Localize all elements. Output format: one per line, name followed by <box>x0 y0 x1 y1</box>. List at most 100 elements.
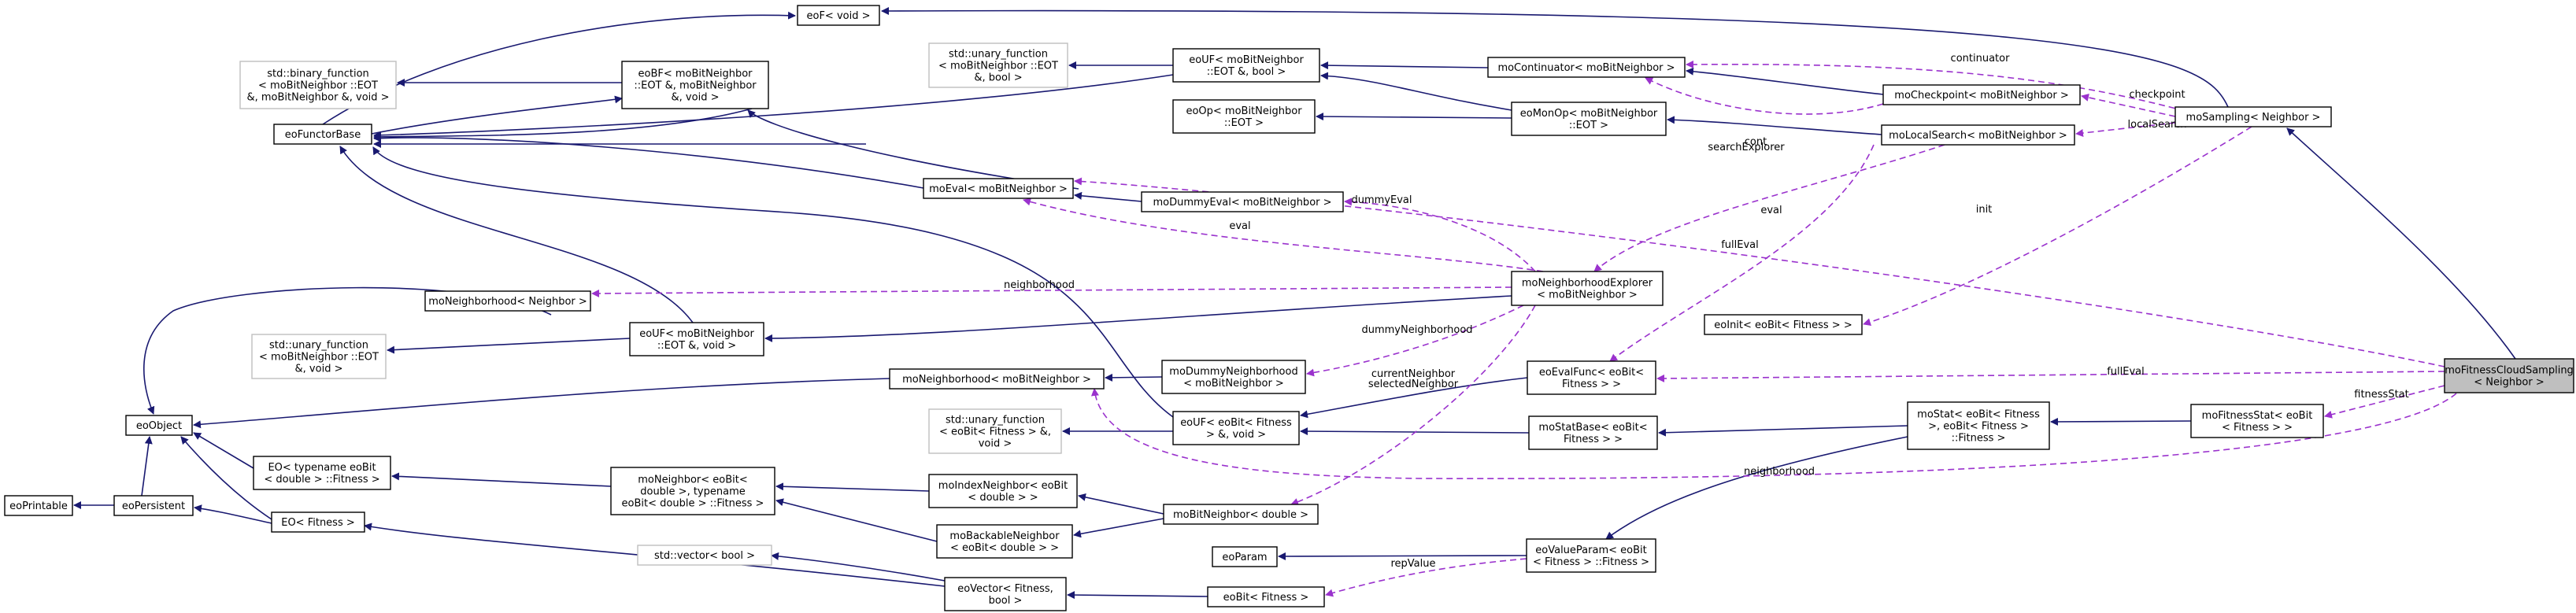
class-node-eo-u-fvoid[interactable]: eoUF< moBitNeighbor::EOT &, void > <box>629 322 764 356</box>
class-box <box>125 415 193 436</box>
class-node-mo-dummy-eval[interactable]: moDummyEval< moBitNeighbor > <box>1141 191 1344 212</box>
inheritance-arrow-33 <box>775 482 930 492</box>
class-node-mo-checkpoint[interactable]: moCheckpoint< moBitNeighbor > <box>1882 84 2081 105</box>
class-name-line: std::unary_function <box>946 415 1045 427</box>
class-node-mo-neighbor[interactable]: moNeighbor< eoBit<double >, typenameeoBi… <box>610 467 775 515</box>
class-box <box>251 334 387 379</box>
edge-label-checkpoint: checkpoint <box>2129 89 2185 101</box>
inheritance-arrow-9 <box>1316 113 1512 121</box>
class-node-mo-fitness-stat[interactable]: moFitnessStat< eoBit< Fitness > > <box>2190 404 2324 438</box>
class-node-mo-local-search[interactable]: moLocalSearch< moBitNeighbor > <box>1881 124 2075 146</box>
class-node-eo-bit-fitness[interactable]: eoBit< Fitness > <box>1207 586 1325 607</box>
class-name-line: moDummyEval< moBitNeighbor > <box>1153 197 1331 209</box>
edge-label-init: init <box>1976 204 1993 216</box>
class-node-e-o-fitness[interactable]: EO< Fitness > <box>271 511 365 533</box>
class-box <box>2174 106 2332 127</box>
class-node-eo-u-fbool[interactable]: eoUF< moBitNeighbor::EOT &, bool > <box>1172 48 1320 83</box>
class-name-line: moCheckpoint< moBitNeighbor > <box>1894 90 2068 102</box>
class-node-mo-index-neighbor[interactable]: moIndexNeighbor< eoBit< double > > <box>928 474 1078 508</box>
class-name-line: eoUF< moBitNeighbor <box>1189 54 1304 66</box>
class-node-eo-param[interactable]: eoParam <box>1212 546 1278 567</box>
edge-path <box>371 95 623 135</box>
class-box <box>936 524 1073 559</box>
class-name-line: >, eoBit< Fitness > <box>1928 421 2029 433</box>
inheritance-arrow-16 <box>747 109 1079 190</box>
class-node-eo-op[interactable]: eoOp< moBitNeighbor::EOT > <box>1172 99 1316 134</box>
class-node-e-otypename[interactable]: EO< typename eoBit< double > ::Fitness > <box>253 456 391 490</box>
edge-path <box>775 498 938 542</box>
class-name-line: eoUF< eoBit< Fitness <box>1180 417 1292 429</box>
class-node-mo-neighborhood-bit[interactable]: moNeighborhood< moBitNeighbor > <box>889 368 1105 390</box>
class-name-line: moBackableNeighbor <box>949 530 1060 542</box>
edge-path <box>1320 61 1489 70</box>
usage-arrow-59 <box>1090 388 2457 480</box>
class-box <box>1161 360 1306 394</box>
edge-path <box>1344 198 1536 272</box>
class-node-eo-value-param[interactable]: eoValueParam< eoBit< Fitness > ::Fitness… <box>1526 538 1656 573</box>
class-box <box>923 178 1074 199</box>
class-box <box>424 290 591 312</box>
class-node-mo-neighborhood-explorer[interactable]: moNeighborhoodExplorer< moBitNeighbor > <box>1511 271 1664 306</box>
class-node-eo-printable[interactable]: eoPrintable <box>4 495 73 516</box>
inheritance-arrow-26 <box>1658 425 1908 437</box>
class-name-line: moLocalSearch< moBitNeighbor > <box>1889 130 2067 142</box>
class-box <box>113 495 194 516</box>
class-node-mo-bit-neighbor[interactable]: moBitNeighbor< double > <box>1163 504 1319 525</box>
class-name-line: moNeighborhood< moBitNeighbor > <box>902 374 1091 386</box>
inheritance-arrow-30 <box>193 432 254 469</box>
edge-label-neighborhood-top: neighborhood <box>1004 279 1075 291</box>
class-node-mo-continuator[interactable]: moContinuator< moBitNeighbor > <box>1487 57 1686 78</box>
class-node-mo-eval[interactable]: moEval< moBitNeighbor > <box>923 178 1074 199</box>
class-node-mo-fitness-cloud-sampling[interactable]: moFitnessCloudSampling< Neighbor > <box>2444 358 2574 393</box>
class-box <box>1487 57 1686 78</box>
edge-path <box>1658 425 1908 437</box>
class-name-line: &, void > <box>672 92 720 104</box>
class-node-mo-dummy-neighborhood[interactable]: moDummyNeighborhood< moBitNeighbor > <box>1161 360 1306 394</box>
edge-path <box>1593 144 1945 272</box>
inheritance-arrow-17 <box>764 295 1512 342</box>
class-node-mo-stat-base[interactable]: moStatBase< eoBit<Fitness > > <box>1528 415 1658 450</box>
edge-path <box>1316 113 1512 121</box>
class-box <box>1163 504 1319 525</box>
class-name-line: EO< typename eoBit <box>268 462 376 474</box>
class-name-line: < eoBit< double > > <box>950 542 1059 554</box>
edge-path <box>764 295 1512 342</box>
class-node-eo-u-f-fitness[interactable]: eoUF< eoBit< Fitness> &, void > <box>1172 411 1300 445</box>
edge-path <box>373 108 753 141</box>
class-name-line: ::EOT &, moBitNeighbor <box>634 80 757 92</box>
inheritance-arrow-27 <box>2050 417 2192 426</box>
class-node-eo-eval-func[interactable]: eoEvalFunc< eoBit<Fitness > > <box>1527 360 1656 395</box>
class-node-eo-functor-base[interactable]: eoFunctorBase <box>273 124 372 145</box>
class-node-eo-mon-op[interactable]: eoMonOp< moBitNeighbor::EOT > <box>1511 102 1667 136</box>
class-node-eo-object[interactable]: eoObject <box>125 415 193 436</box>
class-node-eo-init[interactable]: eoInit< eoBit< Fitness > > <box>1704 314 1863 335</box>
inheritance-arrow-34 <box>775 498 938 542</box>
class-box <box>273 124 372 145</box>
edge-path <box>193 432 254 469</box>
class-node-eo-vector[interactable]: eoVector< Fitness,bool > <box>944 577 1067 611</box>
class-node-mo-neighborhood-n[interactable]: moNeighborhood< Neighbor > <box>424 290 591 312</box>
class-box <box>928 42 1068 88</box>
edge-label-dummyEval: dummyEval <box>1352 194 1412 206</box>
class-name-line: eoUF< moBitNeighbor <box>639 328 754 340</box>
class-node-eo-b-f[interactable]: eoBF< moBitNeighbor::EOT &, moBitNeighbo… <box>621 61 769 109</box>
class-name-line: eoBit< double > ::Fitness > <box>622 498 764 510</box>
edge-path <box>180 436 272 520</box>
class-box <box>1141 191 1344 212</box>
class-node-eo-persistent[interactable]: eoPersistent <box>113 495 194 516</box>
inheritance-arrow-19 <box>339 146 694 323</box>
edge-path <box>2324 385 2445 419</box>
class-node-std-unary-fn-fitness: std::unary_function< eoBit< Fitness > &,… <box>928 408 1062 454</box>
class-name-line: < moBitNeighbor ::EOT <box>259 352 379 364</box>
class-node-mo-backable-neighbor[interactable]: moBackableNeighbor< eoBit< double > > <box>936 524 1073 559</box>
class-name-line: &, moBitNeighbor &, void > <box>246 92 389 104</box>
class-node-mo-sampling[interactable]: moSampling< Neighbor > <box>2174 106 2332 127</box>
inheritance-arrow-20 <box>193 378 890 429</box>
edge-path <box>1686 60 2205 117</box>
class-node-mo-stat[interactable]: moStat< eoBit< Fitness>, eoBit< Fitness … <box>1907 401 2050 450</box>
class-node-eo-fvoid[interactable]: eoF< void > <box>797 5 880 26</box>
edge-path <box>1078 493 1164 515</box>
edge-path <box>775 482 930 492</box>
class-name-line: eoObject <box>136 420 182 432</box>
class-box <box>1528 415 1658 450</box>
